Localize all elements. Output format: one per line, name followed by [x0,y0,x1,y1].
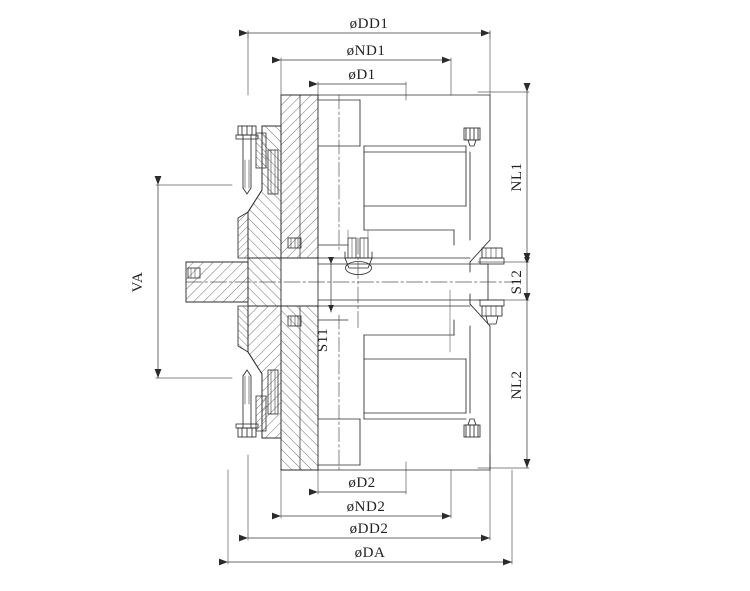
central-hub [317,257,489,307]
leader-lines [347,229,369,239]
flange-body-upper [280,94,319,259]
fastener-upper-flange-lower [287,237,302,249]
central-disc-left [185,257,282,307]
fastener-lower-flange-upper [287,315,302,327]
fastener-central-left [187,267,201,279]
hub-lower-right [317,293,491,471]
key-slots-center [347,237,369,259]
web-lower [237,305,249,353]
dowel-pin-upper [267,149,279,195]
label-d2: øD2 [348,475,375,491]
label-d1: øD1 [348,67,375,83]
fastener-lower-right [449,289,481,438]
label-dd2: øDD2 [350,521,389,537]
top-dimensions [239,29,491,88]
dimension-labels: øDD1 øND1 øD1 øD2 øND2 øDD2 øDA NL1 S12 … [130,16,525,561]
label-nd1: øND1 [347,43,386,59]
stud-bolt-center-lower [479,299,505,325]
hub-upper-right [317,94,491,273]
web-upper [237,211,249,259]
label-nl1: NL1 [509,163,525,192]
label-va: VA [130,272,146,293]
flange-body-lower [280,305,319,471]
label-dd1: øDD1 [350,16,389,32]
stud-bolt-center-upper [479,247,505,265]
label-s11: S11 [315,328,331,352]
bolt-upper-left [235,125,259,195]
bottom-dimensions [219,488,513,566]
label-nl2: NL2 [509,371,525,400]
label-da: øDA [355,545,386,561]
fastener-upper-right [463,127,481,147]
bolt-lower-left [235,369,259,438]
label-nd2: øND2 [347,499,386,515]
dowel-pin-lower [267,369,279,415]
seal-strip-lower [255,395,267,432]
seal-strip-upper [255,132,267,169]
label-s12: S12 [509,270,525,295]
dimension-bracket-top [247,30,491,39]
